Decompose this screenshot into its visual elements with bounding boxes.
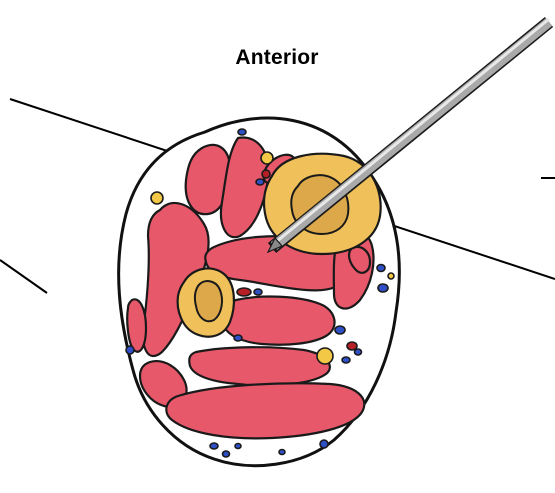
section-plane-line-left [0, 260, 47, 293]
vein-lower-right-c [355, 349, 362, 355]
artery-center [237, 288, 251, 296]
bone-center-left-marrow [195, 281, 222, 321]
vein-bottom-mid [279, 450, 285, 455]
vein-center-a [254, 289, 262, 295]
vein-right-upper [377, 265, 385, 272]
vein-bottom-c [235, 444, 241, 449]
nerve-upper [261, 152, 273, 164]
vein-bottom-a [210, 443, 218, 449]
vein-bottom-right [320, 440, 328, 448]
vein-upper-left [238, 129, 246, 135]
vein-lower-right-a [335, 326, 345, 334]
vein-lower-right-b [342, 357, 350, 363]
nerve-left [151, 192, 163, 204]
muscle-far-left-thin [127, 299, 146, 351]
nerve-lower-right [317, 348, 333, 364]
muscle-center-lower [189, 347, 330, 385]
vein-center-b [234, 335, 242, 341]
artery-upper [262, 170, 270, 178]
nerve-right-small [388, 273, 394, 279]
vein-right-lower [378, 284, 388, 292]
orientation-label-anterior: Anterior [222, 46, 332, 70]
vein-bottom-b [223, 451, 230, 457]
vein-far-left [126, 346, 134, 354]
vein-upper-mid [256, 179, 264, 185]
bone-center-left [178, 268, 234, 336]
